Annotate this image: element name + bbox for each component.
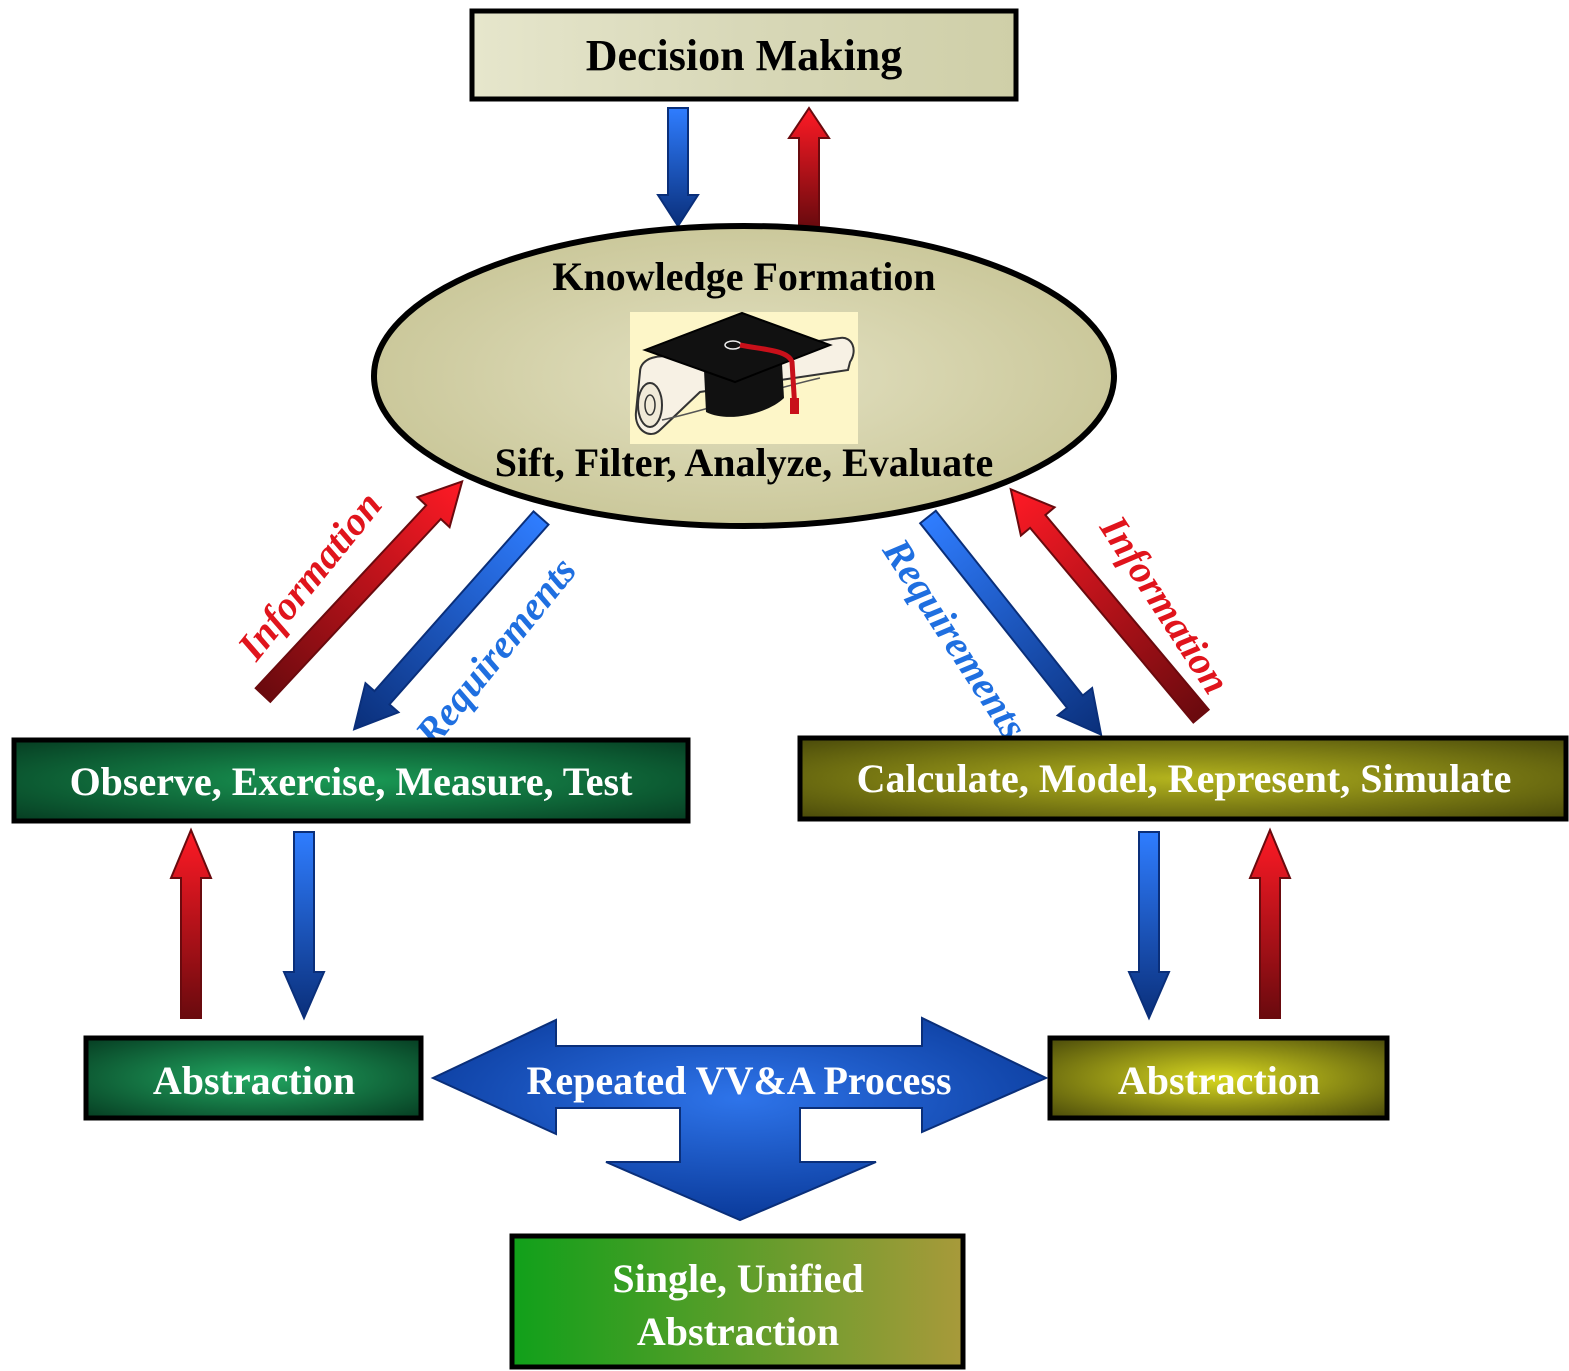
single-unified-abstraction-node: Single, Unified Abstraction	[509, 1233, 966, 1370]
decision-making-label: Decision Making	[586, 31, 903, 80]
requirements-arrow-top	[656, 107, 700, 228]
graduation-cap-diploma-icon	[630, 311, 858, 444]
information-arrow-right	[1009, 487, 1211, 724]
right-abstraction-label: Abstraction	[1118, 1058, 1320, 1103]
calculate-box-label: Calculate, Model, Represent, Simulate	[857, 756, 1512, 801]
information-arrow-right-lower	[1248, 827, 1292, 1019]
information-arrow-left-lower	[169, 827, 213, 1019]
knowledge-formation-node: Knowledge Formation Sift, Filter, Analyz…	[371, 223, 1117, 529]
repeated-vva-process-label: Repeated VV&A Process	[526, 1058, 951, 1103]
requirements-arrow-right	[918, 509, 1103, 737]
decision-making-node: Decision Making	[469, 8, 1019, 102]
requirements-arrow-right-lower	[1127, 831, 1171, 1021]
requirements-arrow-left	[352, 509, 550, 731]
left-abstraction-node: Abstraction	[83, 1035, 424, 1121]
left-abstraction-label: Abstraction	[153, 1058, 355, 1103]
repeated-vva-process-arrow: Repeated VV&A Process	[430, 1016, 1049, 1222]
requirements-arrow-left-lower	[282, 831, 326, 1021]
unified-abstraction-line2: Abstraction	[637, 1309, 839, 1354]
information-arrow-left	[254, 479, 464, 704]
right-abstraction-node: Abstraction	[1047, 1035, 1390, 1121]
unified-abstraction-line1: Single, Unified	[612, 1256, 863, 1301]
knowledge-formation-title: Knowledge Formation	[552, 254, 935, 299]
calculate-model-represent-simulate-node: Calculate, Model, Represent, Simulate	[797, 735, 1569, 822]
observe-box-label: Observe, Exercise, Measure, Test	[70, 759, 634, 804]
knowledge-formation-subtitle: Sift, Filter, Analyze, Evaluate	[495, 440, 993, 485]
observe-exercise-measure-test-node: Observe, Exercise, Measure, Test	[11, 737, 691, 824]
information-arrow-top	[787, 106, 831, 227]
